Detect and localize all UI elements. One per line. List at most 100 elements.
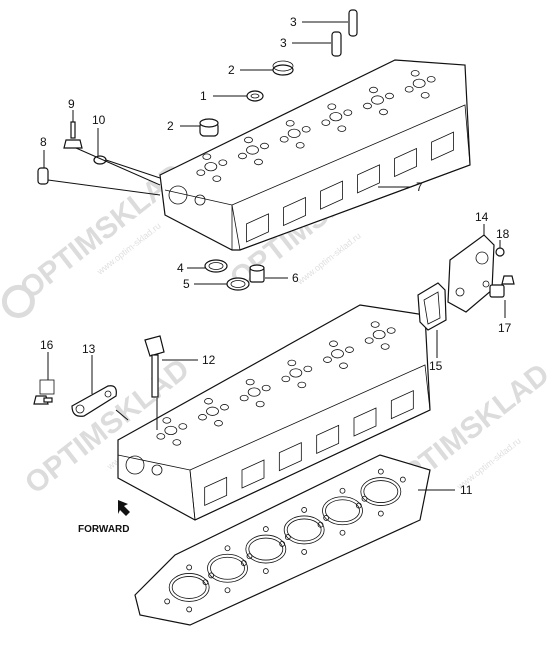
lower-head-boss-16 bbox=[289, 368, 303, 378]
lower-head-port-4 bbox=[316, 424, 340, 454]
lower-head-boss-4 bbox=[162, 417, 172, 424]
upper-head-boss-11 bbox=[287, 128, 301, 138]
gasket-hole-2-3 bbox=[224, 587, 231, 594]
forward-label: FORWARD bbox=[78, 524, 129, 535]
o-ring-4 bbox=[204, 259, 228, 273]
gasket-hole-3-1 bbox=[240, 560, 247, 566]
upper-head-port-6 bbox=[431, 131, 454, 161]
lower-head-boss-14 bbox=[245, 378, 255, 386]
gasket-bore-4 bbox=[283, 515, 325, 545]
callout-9: 9 bbox=[68, 97, 75, 111]
gasket-hole-2-4 bbox=[224, 545, 231, 552]
gasket-hole-2-1 bbox=[202, 579, 209, 586]
lower-head-boss-25 bbox=[339, 362, 348, 369]
upper-head-boss-13 bbox=[301, 126, 311, 133]
gasket-hole-5-2 bbox=[361, 495, 368, 502]
lower-head-boss-5 bbox=[172, 439, 182, 446]
gasket-bore-5 bbox=[322, 496, 363, 526]
upper-head-boss-4 bbox=[202, 153, 212, 160]
head-bolt-12 bbox=[144, 335, 165, 398]
lower-head-boss-19 bbox=[287, 359, 297, 367]
bolt-9 bbox=[63, 121, 83, 149]
callout-18: 18 bbox=[496, 227, 510, 241]
callout-1: 1 bbox=[200, 89, 207, 103]
callout-10: 10 bbox=[92, 113, 106, 127]
gasket-15 bbox=[417, 282, 447, 331]
upper-head-boss-1 bbox=[204, 162, 218, 172]
upper-head-port-1 bbox=[246, 213, 269, 243]
upper-head-boss-30 bbox=[420, 92, 430, 99]
upper-head-boss-6 bbox=[246, 145, 259, 155]
callout-15: 15 bbox=[429, 359, 443, 373]
gasket-hole-3-2 bbox=[284, 534, 291, 540]
lower-head-boss-15 bbox=[255, 400, 265, 408]
gasket-hole-5-3 bbox=[339, 529, 346, 536]
upper-head-boss-21 bbox=[371, 95, 384, 105]
callout-11: 11 bbox=[460, 483, 473, 497]
upper-head-boss-16 bbox=[329, 112, 343, 122]
callout-3-upper: 3 bbox=[290, 15, 297, 29]
gasket-bore-ring-3 bbox=[248, 537, 284, 561]
callout-4: 4 bbox=[177, 261, 184, 275]
plug-8 bbox=[37, 167, 49, 185]
lower-head-port-3 bbox=[278, 442, 302, 472]
lower-head-boss-23 bbox=[345, 346, 354, 353]
callout-14: 14 bbox=[475, 210, 489, 224]
gasket-hole-6-4 bbox=[377, 468, 384, 475]
gasket-hole-1-4 bbox=[186, 564, 193, 571]
lower-cylinder-head bbox=[117, 304, 431, 521]
gasket-hole-6-2 bbox=[399, 476, 406, 483]
upper-head-boss-25 bbox=[379, 108, 388, 116]
seal-ring bbox=[246, 90, 264, 102]
callout-17: 17 bbox=[498, 321, 512, 335]
callout-8: 8 bbox=[40, 135, 47, 149]
upper-head-boss-10 bbox=[254, 158, 263, 166]
gasket-hole-3-4 bbox=[262, 526, 269, 532]
lower-head-boss-26 bbox=[372, 329, 386, 340]
lower-head-port-1 bbox=[204, 476, 228, 506]
gasket-bore-ring-5 bbox=[325, 499, 360, 523]
lower-head-boss-8 bbox=[220, 404, 229, 411]
upper-head-boss-26 bbox=[412, 78, 426, 88]
callout-labels: 3 3 2 1 2 9 10 8 7 4 5 6 14 18 17 15 12 … bbox=[40, 15, 512, 497]
lower-head-port-2 bbox=[241, 459, 265, 489]
lower-head-boss-10 bbox=[214, 420, 223, 427]
gasket-hole-1-2 bbox=[208, 572, 215, 579]
upper-head-boss-27 bbox=[404, 86, 414, 93]
gasket-hole-4-3 bbox=[301, 549, 308, 555]
bracket-13 bbox=[71, 385, 117, 417]
lower-head-port-5 bbox=[353, 407, 377, 437]
lower-head-boss-17 bbox=[281, 375, 291, 383]
upper-head-boss-14 bbox=[285, 120, 295, 127]
leader-lines bbox=[39, 21, 506, 491]
gasket-bore-1 bbox=[168, 573, 210, 602]
upper-head-boss-20 bbox=[337, 125, 347, 132]
gasket-bore-ring-2 bbox=[210, 556, 245, 580]
dowel-pin-upper bbox=[348, 9, 358, 37]
upper-head-boss-28 bbox=[426, 76, 436, 83]
upper-head-boss-9 bbox=[244, 136, 253, 144]
lower-head-boss-21 bbox=[331, 349, 344, 359]
bolt-17 bbox=[489, 275, 515, 298]
gasket-hole-6-1 bbox=[355, 502, 362, 509]
gasket-hole-6-3 bbox=[377, 510, 384, 517]
upper-cylinder-head bbox=[159, 59, 471, 251]
lower-head-boss-30 bbox=[380, 343, 390, 350]
gasket-hole-4-2 bbox=[323, 515, 330, 521]
gasket-bore-3 bbox=[245, 534, 287, 564]
lower-head-boss-22 bbox=[323, 356, 332, 363]
upper-head-boss-8 bbox=[260, 142, 269, 150]
upper-head-boss-18 bbox=[343, 109, 353, 116]
cover-plate-14 bbox=[447, 234, 495, 313]
lower-head-boss-28 bbox=[386, 327, 396, 334]
upper-head-boss-17 bbox=[321, 119, 331, 126]
upper-head-boss-3 bbox=[218, 159, 228, 166]
lower-head-boss-20 bbox=[297, 381, 307, 389]
lower-head-boss-24 bbox=[329, 340, 338, 347]
callout-5: 5 bbox=[183, 277, 190, 291]
gasket-hole-1-3 bbox=[186, 606, 193, 613]
lower-head-boss-9 bbox=[204, 398, 213, 405]
upper-head-boss-15 bbox=[295, 142, 305, 149]
callout-7: 7 bbox=[416, 180, 423, 194]
lower-head-boss-11 bbox=[247, 387, 261, 397]
